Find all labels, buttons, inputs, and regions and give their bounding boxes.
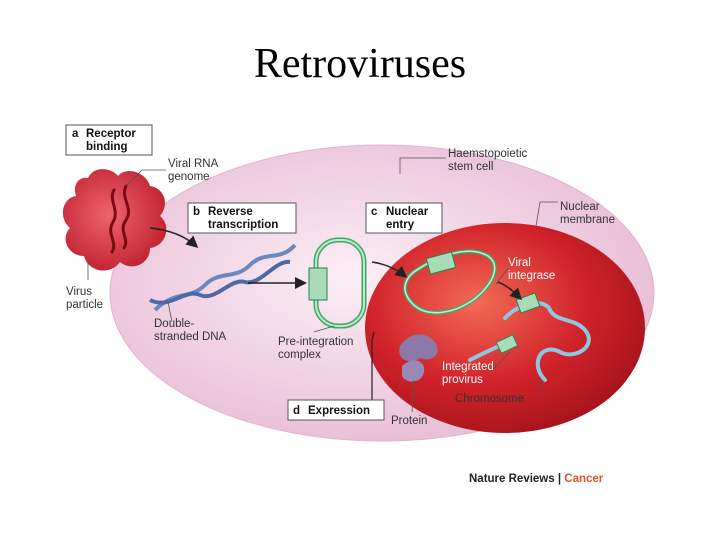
label-protein: Protein [391,415,427,427]
label-pic: complex [278,349,321,361]
journal-name: Nature Reviews [469,473,555,485]
integrase-cylinder [495,334,519,354]
step-letter: d [293,405,300,417]
step-a-line1: Receptor [86,128,136,140]
arrow-integrase [497,281,523,301]
protein-blob [399,334,438,362]
step-b-box: b Reverse transcription [187,202,297,234]
step-a-box: a Receptor binding [65,124,153,156]
step-a-line2: binding [86,141,128,153]
label-virus-particle: Virus [66,286,92,298]
arrow-receptor-to-rt [149,227,199,249]
label-ds-dna: stranded DNA [154,331,227,343]
label-pic: Pre-integration [278,336,353,348]
journal-section: Cancer [564,473,604,485]
leader-line [399,157,446,174]
chromosome-strand [503,301,591,382]
label-viral-rna: genome [168,171,210,183]
label-provirus: provirus [442,374,483,386]
integrase-cylinder [425,251,457,275]
slide-title: Retroviruses [253,41,467,87]
label-stem-cell: Haemstopoietic [448,148,528,160]
leader-line [495,267,509,285]
arrow-pic-to-nucleus [371,261,408,278]
viral-rna-strand [121,184,131,250]
leader-line [491,351,511,371]
step-c-box: c Nuclear entry [365,202,443,234]
step-b-line2: transcription [208,219,278,231]
integrase-cylinder [308,267,328,301]
viral-dna-loop-inner [404,250,496,314]
step-letter: b [193,206,200,218]
leader-line [313,325,335,333]
label-stem-cell: stem cell [448,161,493,173]
step-d-line1: Expression [308,405,370,417]
step-letter: a [72,128,79,140]
journal-separator: | [557,473,562,485]
label-ds-dna: Double- [154,318,194,330]
protein-blob [402,360,425,382]
leader-line [535,201,558,227]
label-nuclear-membrane: Nuclear [560,201,600,213]
label-provirus: Integrated [442,361,494,373]
step-c-line2: entry [386,219,415,231]
nucleus [365,223,645,433]
step-letter: c [371,206,378,218]
label-viral-integrase: Viral [508,257,531,269]
label-viral-integrase: integrase [508,270,555,282]
step-d-box: d Expression [287,399,385,421]
viral-rna-strand [109,188,117,254]
label-virus-particle: particle [66,299,103,311]
double-stranded-dna [149,243,297,312]
leader-line [167,301,173,323]
journal-credit: Nature Reviews | Cancer [469,473,603,485]
leader-line [411,379,415,413]
step-c-line1: Nuclear [386,206,429,218]
leader-line [125,169,166,187]
label-viral-rna: Viral RNA [168,158,219,170]
label-chromosome: Chromosome [455,393,524,405]
label-nuclear-membrane: membrane [560,214,615,226]
step-b-line1: Reverse [208,206,253,218]
